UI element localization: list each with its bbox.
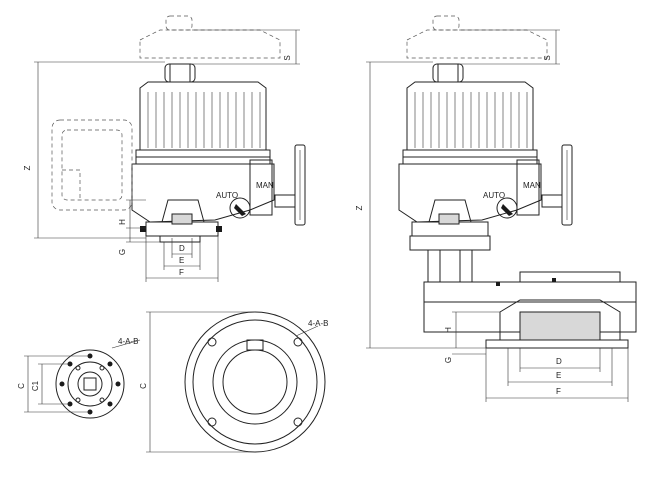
z-dim-label-left: Z bbox=[23, 165, 32, 170]
small-flange-bolts bbox=[59, 353, 121, 415]
housing-ribs-right bbox=[414, 92, 528, 148]
man-label: MAN bbox=[256, 181, 274, 190]
auto-label-right: AUTO bbox=[483, 191, 505, 200]
h-dim-label-left: H bbox=[118, 219, 127, 225]
s-dim-label-left: S bbox=[283, 55, 292, 60]
e-dim-label-right: E bbox=[556, 371, 561, 380]
right-dimensions: Z S H G D E F bbox=[355, 29, 629, 402]
small-flange-view: 4-A-B C C1 bbox=[17, 337, 141, 419]
d-dim-label-left: D bbox=[179, 244, 185, 253]
d-dim-label-right: D bbox=[556, 357, 562, 366]
f-dim-label-left: F bbox=[179, 268, 184, 277]
large-flange-bolts bbox=[207, 337, 303, 427]
hole-callout-small: 4-A-B bbox=[118, 337, 138, 346]
h-dim-label-right: H bbox=[444, 327, 453, 333]
c1-dim-label-small: C1 bbox=[31, 380, 40, 391]
g-dim-label-right: G bbox=[444, 357, 453, 363]
z-dim-label-right: Z bbox=[355, 205, 364, 210]
man-label-right: MAN bbox=[523, 181, 541, 190]
c-dim-label-small: C bbox=[17, 383, 26, 389]
auto-label: AUTO bbox=[216, 191, 238, 200]
c-dim-label-large: C bbox=[139, 383, 148, 389]
e-dim-label-left: E bbox=[179, 256, 184, 265]
left-dimensions: Z S H G D E F bbox=[23, 29, 300, 282]
f-dim-label-right: F bbox=[556, 387, 561, 396]
large-flange-view: 4-A-B C bbox=[139, 311, 328, 453]
left-actuator-view: AUTO MAN bbox=[51, 15, 306, 243]
right-actuator-view: AUTO MAN bbox=[398, 15, 637, 349]
s-dim-label-right: S bbox=[543, 55, 552, 60]
housing-ribs bbox=[147, 92, 261, 148]
hole-callout-large: 4-A-B bbox=[308, 319, 328, 328]
g-dim-label-left: G bbox=[118, 249, 127, 255]
